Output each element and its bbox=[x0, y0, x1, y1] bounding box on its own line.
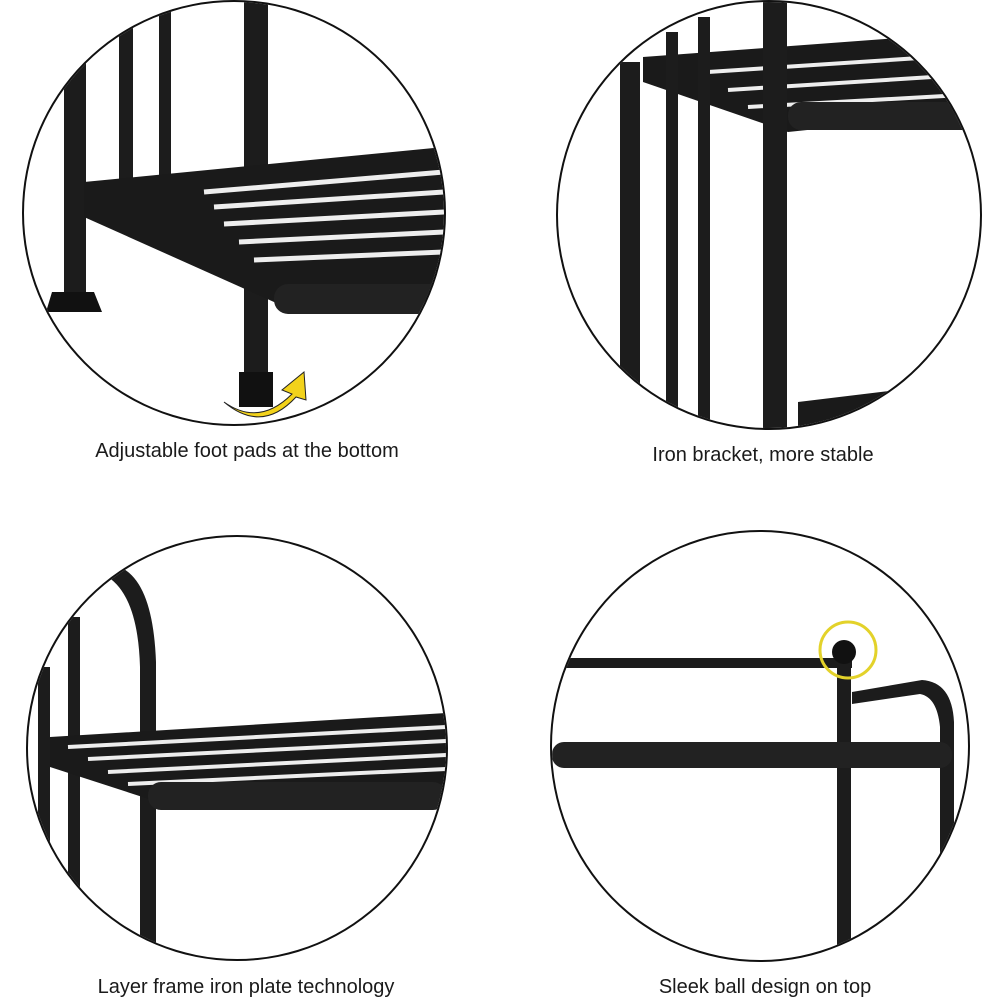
detail-circle-foot-pads bbox=[22, 0, 446, 426]
caption-foot-pads: Adjustable foot pads at the bottom bbox=[95, 440, 399, 462]
highlight-ring-icon bbox=[818, 620, 878, 680]
caption-layer-frame: Layer frame iron plate technology bbox=[97, 976, 395, 998]
detail-circle-ball-top bbox=[550, 530, 970, 962]
caption-ball-top: Sleek ball design on top bbox=[658, 976, 872, 998]
layer-frame-illustration bbox=[38, 567, 446, 959]
rotate-arrow-icon bbox=[223, 371, 307, 418]
detail-circle-layer-frame bbox=[26, 535, 448, 961]
detail-circle-iron-bracket bbox=[556, 0, 982, 430]
iron-bracket-illustration bbox=[620, 2, 980, 428]
shelf-foot-illustration bbox=[46, 2, 444, 418]
caption-iron-bracket: Iron bracket, more stable bbox=[652, 444, 874, 466]
ball-top-illustration bbox=[552, 620, 954, 960]
